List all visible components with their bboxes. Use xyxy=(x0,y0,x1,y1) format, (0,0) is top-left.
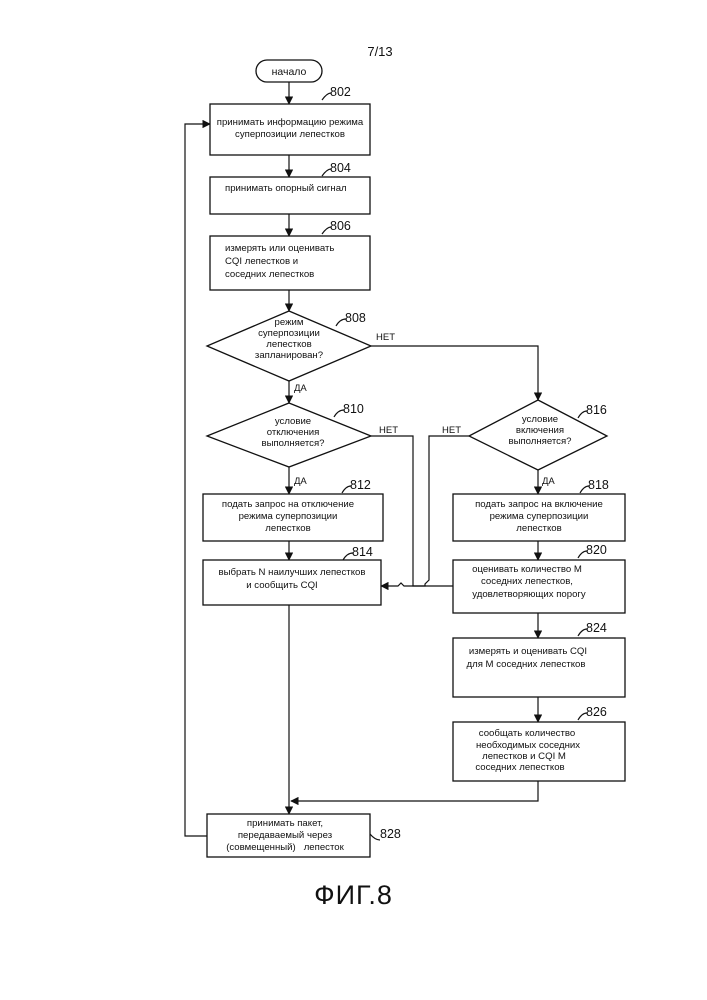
step-804-line-1: принимать опорный сигнал xyxy=(225,183,347,194)
decision-810-line-1: условие xyxy=(275,416,311,427)
step-818: подать запрос на включение режима суперп… xyxy=(453,478,625,541)
step-818-line-3: лепестков xyxy=(516,523,561,534)
step-820-line-1: оценивать количество M xyxy=(472,564,582,575)
step-828-line-2: передаваемый через xyxy=(238,830,333,841)
edge-808-816-no xyxy=(371,346,538,400)
step-804-ref: 804 xyxy=(330,161,351,175)
decision-808-line-4: запланирован? xyxy=(255,350,323,361)
step-806-line-1: измерять или оценивать xyxy=(225,243,334,254)
step-826-line-3: лепестков и CQI M xyxy=(482,751,566,762)
step-824-ref: 824 xyxy=(586,621,607,635)
decision-808-line-3: лепестков xyxy=(266,339,311,350)
decision-816-line-2: включения xyxy=(516,425,564,436)
step-828-ref: 828 xyxy=(380,827,401,841)
decision-816: условие включения выполняется? 816 xyxy=(469,400,607,470)
branch-808-no: НЕТ xyxy=(376,332,395,343)
step-814: выбрать N наилучших лепестков и сообщить… xyxy=(203,545,381,605)
step-814-ref: 814 xyxy=(352,545,373,559)
step-806: измерять или оценивать CQI лепестков и с… xyxy=(210,219,370,290)
step-818-line-2: режима суперпозиции xyxy=(490,511,589,522)
edge-828-loop-802 xyxy=(185,124,210,836)
decision-808-ref: 808 xyxy=(345,311,366,325)
step-824-line-1: измерять и оценивать CQI xyxy=(469,646,587,657)
start-label: начало xyxy=(272,66,307,78)
step-826-line-2: необходимых соседних xyxy=(476,740,580,751)
branch-808-yes: ДА xyxy=(294,383,307,394)
step-826-ref: 826 xyxy=(586,705,607,719)
step-818-line-1: подать запрос на включение xyxy=(475,499,603,510)
decision-810-ref: 810 xyxy=(343,402,364,416)
step-812-line-3: лепестков xyxy=(265,523,310,534)
step-806-line-2: CQI лепестков и xyxy=(225,256,298,267)
step-812-line-2: режима суперпозиции xyxy=(239,511,338,522)
step-820-line-3: удовлетворяющих порогу xyxy=(472,589,586,600)
step-824: измерять и оценивать CQI для M соседних … xyxy=(453,621,625,697)
step-812-ref: 812 xyxy=(350,478,371,492)
decision-810: условие отключения выполняется? 810 xyxy=(207,402,371,467)
decision-808-line-1: режим xyxy=(275,317,304,328)
step-820-ref: 820 xyxy=(586,543,607,557)
edge-826-828 xyxy=(291,781,538,801)
branch-810-yes: ДА xyxy=(294,476,307,487)
step-820-line-2: соседних лепестков, xyxy=(481,576,573,587)
step-802-ref: 802 xyxy=(330,85,351,99)
step-820: оценивать количество M соседних лепестко… xyxy=(453,543,625,613)
decision-808-line-2: суперпозиции xyxy=(258,328,320,339)
branch-816-yes: ДА xyxy=(542,476,555,487)
step-828: принимать пакет, передаваемый через (сов… xyxy=(207,814,401,857)
step-812-line-1: подать запрос на отключение xyxy=(222,499,354,510)
branch-816-no: НЕТ xyxy=(442,425,461,436)
figure-caption: ФИГ.8 xyxy=(0,880,707,911)
step-818-ref: 818 xyxy=(588,478,609,492)
step-826: сообщать количество необходимых соседних… xyxy=(453,705,625,781)
step-802: принимать информацию режима суперпозиции… xyxy=(210,85,370,155)
step-828-line-1: принимать пакет, xyxy=(247,818,323,829)
step-812: подать запрос на отключение режима супер… xyxy=(203,478,383,541)
decision-816-ref: 816 xyxy=(586,403,607,417)
decision-810-line-3: выполняется? xyxy=(261,438,324,449)
start-terminal: начало xyxy=(256,60,322,82)
step-802-line-1: принимать информацию режима xyxy=(217,117,364,128)
step-826-line-1: сообщать количество xyxy=(479,728,575,739)
step-826-line-4: соседних лепестков xyxy=(475,762,564,773)
step-814-line-1: выбрать N наилучших лепестков xyxy=(219,567,366,578)
step-828-line-3: (совмещенный) лепесток xyxy=(226,842,344,853)
step-806-line-3: соседних лепестков xyxy=(225,269,314,280)
step-824-line-2: для M соседних лепестков xyxy=(467,659,586,670)
decision-810-line-2: отключения xyxy=(267,427,320,438)
decision-816-line-1: условие xyxy=(522,414,558,425)
step-814-line-2: и сообщить CQI xyxy=(246,580,317,591)
step-804: принимать опорный сигнал 804 xyxy=(210,161,370,214)
decision-808: режим суперпозиции лепестков запланирова… xyxy=(207,311,371,381)
decision-816-line-3: выполняется? xyxy=(508,436,571,447)
step-806-ref: 806 xyxy=(330,219,351,233)
step-802-line-2: суперпозиции лепестков xyxy=(235,129,345,140)
branch-810-no: НЕТ xyxy=(379,425,398,436)
